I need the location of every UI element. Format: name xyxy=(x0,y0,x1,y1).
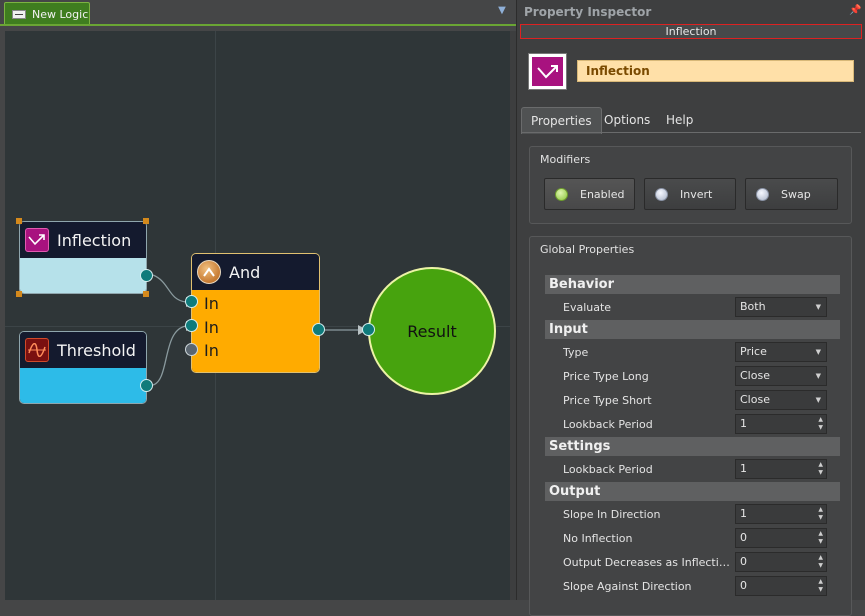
spinner-arrows-icon[interactable]: ▲▼ xyxy=(818,554,823,569)
price-type-long-label: Price Type Long xyxy=(563,370,649,383)
tab-strip-underline xyxy=(0,24,516,26)
threshold-wave-icon xyxy=(25,338,49,362)
node-and-title: And xyxy=(229,262,261,282)
node-threshold-title: Threshold xyxy=(57,340,136,360)
price-type-short-dropdown[interactable]: Close xyxy=(735,390,827,410)
selection-handle-tr[interactable] xyxy=(143,218,149,224)
tab-new-logic[interactable]: New Logic xyxy=(4,2,90,25)
selected-node-icon xyxy=(528,53,567,90)
property-inspector-panel: Property Inspector 📌 Inflection Inflecti… xyxy=(516,0,865,616)
node-name-field[interactable]: Inflection xyxy=(577,60,854,82)
node-inflection[interactable]: Inflection xyxy=(19,221,147,294)
inflection-icon xyxy=(532,57,563,86)
invert-label: Invert xyxy=(680,187,713,201)
no-inflection-spinner[interactable]: 0 ▲▼ xyxy=(735,528,827,548)
global-properties-title: Global Properties xyxy=(540,243,635,256)
node-and[interactable]: And In In In xyxy=(191,253,320,373)
type-dropdown[interactable]: Price xyxy=(735,342,827,362)
section-input[interactable]: Input xyxy=(545,320,840,339)
swap-led-icon xyxy=(756,187,769,201)
result-input-port[interactable] xyxy=(362,323,375,336)
and-input-port-3[interactable] xyxy=(185,343,198,356)
wire-threshold-to-and xyxy=(152,325,187,386)
wire-inflection-to-and xyxy=(152,274,187,303)
output-decreases-value: 0 xyxy=(740,555,747,568)
tab-list-dropdown-icon[interactable]: ▼ xyxy=(498,5,506,16)
spinner-arrows-icon[interactable]: ▲▼ xyxy=(818,530,823,545)
canvas-scroll-edge xyxy=(510,31,516,600)
inspector-title: Property Inspector xyxy=(524,5,652,19)
tab-content-border xyxy=(521,132,861,133)
slope-against-direction-label: Slope Against Direction xyxy=(563,580,692,593)
and-output-port[interactable] xyxy=(312,323,325,336)
modifiers-group: Modifiers Enabled Invert Swap xyxy=(529,146,852,224)
section-behavior[interactable]: Behavior xyxy=(545,275,840,294)
tab-new-logic-label: New Logic xyxy=(32,7,89,21)
swap-toggle-button[interactable]: Swap xyxy=(745,178,838,210)
node-inflection-header[interactable]: Inflection xyxy=(20,222,146,258)
selection-handle-bl[interactable] xyxy=(16,291,22,297)
slope-in-direction-value: 1 xyxy=(740,507,747,520)
price-type-long-dropdown[interactable]: Close xyxy=(735,366,827,386)
spinner-arrows-icon[interactable]: ▲▼ xyxy=(818,506,823,521)
selection-handle-tl[interactable] xyxy=(16,218,22,224)
output-decreases-label: Output Decreases as Inflection A... xyxy=(563,556,733,569)
slope-against-direction-value: 0 xyxy=(740,579,747,592)
output-decreases-spinner[interactable]: 0 ▲▼ xyxy=(735,552,827,572)
settings-lookback-period-spinner[interactable]: 1 ▲▼ xyxy=(735,459,827,479)
and-input-label-2: In xyxy=(204,318,219,337)
selection-handle-br[interactable] xyxy=(143,291,149,297)
logic-document-icon xyxy=(12,9,26,19)
slope-in-direction-spinner[interactable]: 1 ▲▼ xyxy=(735,504,827,524)
node-result[interactable]: Result xyxy=(368,267,496,395)
node-and-header[interactable]: And xyxy=(192,254,319,290)
inspector-selection-label: Inflection xyxy=(520,24,862,39)
spinner-arrows-icon[interactable]: ▲▼ xyxy=(818,416,823,431)
and-input-port-1[interactable] xyxy=(185,295,198,308)
tab-properties[interactable]: Properties xyxy=(521,107,602,134)
input-lookback-period-value: 1 xyxy=(740,417,747,430)
slope-in-direction-label: Slope In Direction xyxy=(563,508,661,521)
section-settings[interactable]: Settings xyxy=(545,437,840,456)
enabled-check-icon xyxy=(555,187,568,201)
modifiers-title: Modifiers xyxy=(540,153,591,166)
slope-against-direction-spinner[interactable]: 0 ▲▼ xyxy=(735,576,827,596)
tab-options[interactable]: Options xyxy=(604,113,651,127)
node-result-title: Result xyxy=(407,321,457,341)
and-gate-icon xyxy=(197,260,221,284)
inflection-icon xyxy=(25,228,49,252)
node-threshold[interactable]: Threshold xyxy=(19,331,147,404)
node-inflection-title: Inflection xyxy=(57,230,132,250)
node-threshold-body xyxy=(20,368,146,403)
evaluate-label: Evaluate xyxy=(563,301,612,314)
spinner-arrows-icon[interactable]: ▲▼ xyxy=(818,461,823,476)
evaluate-dropdown[interactable]: Both xyxy=(735,297,827,317)
settings-lookback-period-label: Lookback Period xyxy=(563,463,653,476)
tab-help[interactable]: Help xyxy=(666,113,694,127)
input-lookback-period-spinner[interactable]: 1 ▲▼ xyxy=(735,414,827,434)
node-inflection-output-port[interactable] xyxy=(140,269,153,282)
node-inflection-body xyxy=(20,258,146,293)
no-inflection-value: 0 xyxy=(740,531,747,544)
invert-toggle-button[interactable]: Invert xyxy=(644,178,736,210)
logic-editor-pane: New Logic ▼ Inflection Threshold xyxy=(0,0,516,600)
node-and-body: In In In xyxy=(192,290,319,372)
price-type-short-label: Price Type Short xyxy=(563,394,652,407)
pin-icon[interactable]: 📌 xyxy=(849,5,862,16)
invert-led-icon xyxy=(655,187,668,201)
node-threshold-header[interactable]: Threshold xyxy=(20,332,146,368)
enabled-toggle-button[interactable]: Enabled xyxy=(544,178,635,210)
and-input-port-2[interactable] xyxy=(185,319,198,332)
no-inflection-label: No Inflection xyxy=(563,532,633,545)
spinner-arrows-icon[interactable]: ▲▼ xyxy=(818,578,823,593)
enabled-label: Enabled xyxy=(580,187,625,201)
type-label: Type xyxy=(563,346,589,359)
section-output[interactable]: Output xyxy=(545,482,840,501)
and-input-label-1: In xyxy=(204,294,219,313)
settings-lookback-period-value: 1 xyxy=(740,462,747,475)
node-threshold-output-port[interactable] xyxy=(140,379,153,392)
and-input-label-3: In xyxy=(204,341,219,360)
input-lookback-period-label: Lookback Period xyxy=(563,418,653,431)
swap-label: Swap xyxy=(781,187,811,201)
